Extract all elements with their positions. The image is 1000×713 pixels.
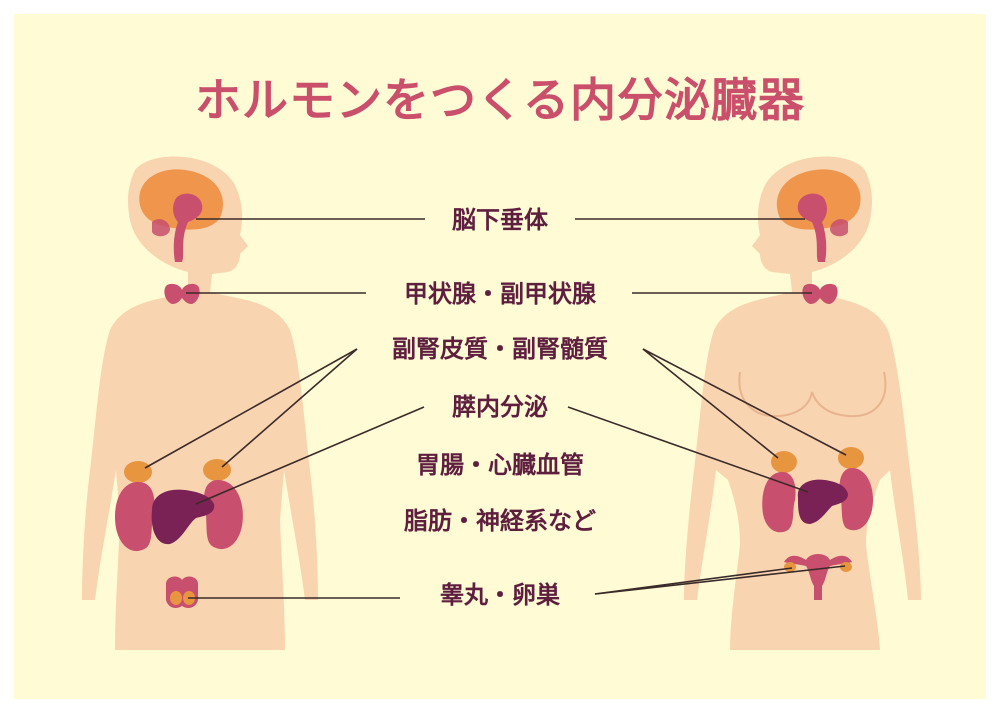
female-kidney-left [762,472,796,533]
line-adrenal-male-left [144,348,358,469]
label-pituitary: 脳下垂体 [300,205,700,235]
female-adrenal-left [771,451,797,473]
label-gut-heart-text: 胃腸・心臓血管 [406,451,594,479]
female-ovary-left [784,562,796,572]
male-testes [166,576,198,608]
female-pituitary [797,193,827,262]
label-thyroid-text: 甲状腺・副甲状腺 [394,280,606,308]
label-pituitary-text: 脳下垂体 [442,206,558,234]
page-title: ホルモンをつくる内分泌臓器 [194,73,806,127]
male-pituitary [173,193,203,262]
female-pancreas [797,479,848,524]
line-gonads-female-right [594,565,846,595]
label-fat-nerve: 脂肪・神経系など [300,506,700,536]
label-adrenal: 副腎皮質・副腎髄質 [300,334,700,364]
line-adrenal-female-right [642,348,847,456]
label-pancreas-text: 膵内分泌 [442,393,558,421]
female-cerebellum [830,219,848,237]
label-fat-nerve-text: 脂肪・神経系など [394,507,606,535]
female-figure [684,156,921,651]
label-gonads-text: 睾丸・卵巣 [430,581,570,609]
line-pancreas-female [567,406,809,493]
female-ovary-right [840,562,852,572]
label-adrenal-text: 副腎皮質・副腎髄質 [382,335,618,363]
label-gut-heart: 胃腸・心臓血管 [300,450,700,480]
line-pancreas-male [195,406,425,505]
label-thyroid: 甲状腺・副甲状腺 [300,279,700,309]
female-thyroid [802,283,838,304]
line-adrenal-male-right [221,348,358,468]
female-breast-outline [738,371,887,418]
line-adrenal-female-left [642,348,779,459]
male-thyroid [164,283,200,304]
female-kidney-right [839,468,874,531]
male-kidney-left [114,482,155,552]
female-uterus [784,554,852,600]
label-gonads: 睾丸・卵巣 [300,580,700,610]
male-figure [82,156,318,651]
leader-lines [144,218,847,599]
male-testis-left [170,591,182,605]
male-adrenal-left [124,461,152,483]
female-adrenal-right [838,447,864,469]
male-body-silhouette [82,156,318,651]
female-body-silhouette [684,156,921,651]
label-pancreas: 膵内分泌 [300,392,700,422]
male-cerebellum [152,219,170,237]
